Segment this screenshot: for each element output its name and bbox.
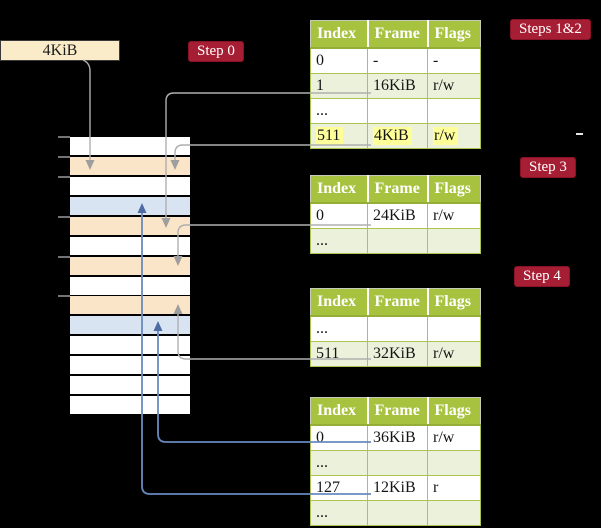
column-header-flags: Flags (427, 175, 481, 204)
table-cell: 0 (310, 202, 368, 229)
stack-row-10 (70, 316, 190, 335)
table-cell: ... (310, 228, 368, 254)
table-cell: 12KiB (367, 475, 428, 501)
table-cell: - (427, 47, 481, 74)
table-cell: ... (310, 98, 368, 124)
table-cell: 4KiB (367, 123, 428, 149)
stack-row-12 (70, 356, 190, 375)
table-cell: 127 (310, 475, 368, 501)
stack-row-5 (70, 216, 190, 235)
table-cell (367, 450, 428, 476)
table-cell: - (367, 47, 428, 74)
table-row: 0-- (310, 47, 481, 74)
table-cell: r/w (427, 341, 481, 367)
table-cell: 511 (310, 341, 368, 367)
column-header-index: Index (310, 288, 369, 317)
table-row: ... (310, 500, 481, 526)
table-row: 511 4KiB r/w (310, 123, 481, 149)
table-cell: r/w (427, 73, 481, 99)
highlighted-value: r/w (433, 127, 459, 145)
stack-row-8 (70, 276, 190, 295)
table-cell: 511 (310, 123, 368, 149)
column-header-index: Index (310, 20, 369, 49)
table-cell: r/w (427, 202, 481, 229)
table-cell: ... (310, 315, 368, 342)
column-header-frame: Frame (367, 288, 429, 317)
badge-step-3: Step 3 (520, 157, 576, 178)
table-cell (427, 450, 481, 476)
table-cell: ... (310, 450, 368, 476)
table-cell: r/w (427, 424, 481, 451)
clipped-arrow-fragment (576, 133, 583, 135)
badge-step-4: Step 4 (514, 266, 570, 287)
table-cell: 24KiB (367, 202, 428, 229)
table-cell: r/w (427, 123, 481, 149)
highlighted-value: 511 (316, 127, 344, 145)
stack-row-1 (70, 137, 190, 155)
table-cell: ... (310, 500, 368, 526)
stack-row-13 (70, 376, 190, 395)
table-cell (427, 98, 481, 124)
stack-row-7 (70, 256, 190, 275)
highlighted-value: 4KiB (373, 127, 412, 145)
table-cell: 32KiB (367, 341, 428, 367)
table-cell (427, 228, 481, 254)
table-cell (367, 500, 428, 526)
table-cell: 1 (310, 73, 368, 99)
table-cell: r (427, 475, 481, 501)
table-cell: 0 (310, 47, 368, 74)
table-row: ... (310, 98, 481, 124)
page-size-box: 4KiB (0, 40, 120, 61)
table-cell (427, 315, 481, 342)
badge-steps-1-2: Steps 1&2 (510, 19, 591, 40)
table-row: ... (310, 450, 481, 476)
column-header-frame: Frame (367, 397, 429, 426)
column-header-index: Index (310, 397, 369, 426)
table-cell (367, 98, 428, 124)
stack-row-4 (70, 196, 190, 215)
stack-row-6 (70, 236, 190, 255)
stack-row-2 (70, 156, 190, 175)
column-header-flags: Flags (427, 397, 481, 426)
table-cell: 16KiB (367, 73, 428, 99)
table-cell: 36KiB (367, 424, 428, 451)
table-row: ... (310, 315, 481, 342)
table-cell (367, 315, 428, 342)
table-cell: 0 (310, 424, 368, 451)
column-header-flags: Flags (427, 288, 481, 317)
column-header-index: Index (310, 175, 369, 204)
badge-step-0: Step 0 (188, 41, 244, 62)
stack-row-3 (70, 176, 190, 195)
table-cell (427, 500, 481, 526)
table-cell (367, 228, 428, 254)
column-header-flags: Flags (427, 20, 481, 49)
stack-row-9 (70, 296, 190, 315)
stack-row-14 (70, 396, 190, 415)
column-header-frame: Frame (367, 20, 429, 49)
column-header-frame: Frame (367, 175, 429, 204)
stack-row-11 (70, 336, 190, 355)
table-row: ... (310, 228, 481, 254)
